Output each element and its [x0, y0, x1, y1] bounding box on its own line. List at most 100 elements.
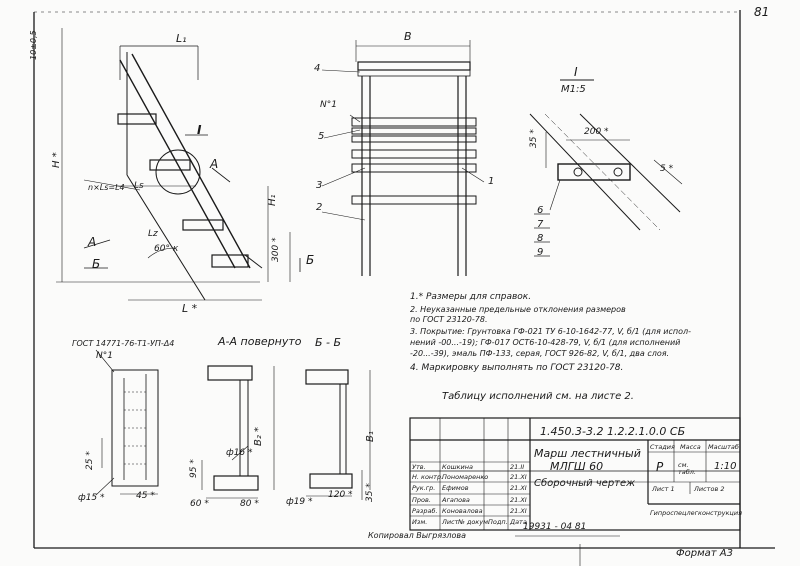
dim-h: H *: [51, 152, 62, 168]
copied-by: Копировал Выгрязлова: [368, 531, 467, 540]
doc-number: 1.450.3-3.2 1.2.2.1.0.0 СБ: [540, 425, 686, 438]
section-marker-b-left: Б: [92, 257, 101, 271]
dim-nls: n×Ls=L4: [88, 183, 125, 192]
dim-d16: ф16 *: [226, 448, 253, 458]
sheet-format: Формат А3: [676, 548, 733, 559]
note-line: по ГОСТ 23120-78.: [410, 315, 488, 324]
note-line: 2. Неуказанные предельные отклонения раз…: [410, 305, 626, 314]
dim-5: 5 *: [660, 164, 674, 174]
role-label: Пров.: [412, 496, 431, 504]
dim-d19: ф19 *: [286, 497, 313, 507]
dim-45: 45 *: [136, 491, 155, 501]
dim-35: 35 *: [529, 129, 539, 148]
stage-value: Р: [656, 460, 664, 474]
stage-header: Стадия: [650, 443, 675, 451]
detail-item-8: 8: [537, 233, 544, 244]
scale-value: 1:10: [714, 461, 737, 472]
role-label: Утв.: [412, 463, 426, 471]
detail-item-6: 6: [537, 205, 544, 216]
table-reference-note: Таблицу исполнений см. на листе 2.: [442, 391, 634, 402]
role-date: 21.XI: [510, 507, 527, 515]
dim-80: 80 *: [240, 499, 259, 509]
dim-d15: ф15 *: [78, 493, 105, 503]
dim-120: 120 *: [328, 490, 353, 500]
label-n1: N°1: [320, 100, 337, 110]
callout-2: 2: [316, 202, 323, 213]
role-date: 21.XI: [510, 473, 527, 481]
role-name: Пономаренко: [442, 473, 489, 481]
detail-scale: М1:5: [561, 84, 586, 95]
doc-name-line2: МЛГШ 60: [550, 460, 604, 473]
callout-1: 1: [488, 176, 495, 187]
dim-b2: B₂ *: [253, 426, 264, 446]
header-cell: Лист: [442, 518, 459, 526]
role-date: 21.II: [510, 463, 525, 471]
dim-angle: 60° к: [154, 244, 179, 254]
role-name: Коновалова: [442, 507, 483, 515]
scale-header: Масштаб: [708, 443, 739, 451]
role-name: Кошкина: [442, 463, 473, 471]
note-line: 1.* Размеры для справок.: [410, 292, 532, 302]
note-line: 4. Маркировку выполнять по ГОСТ 23120-78…: [410, 363, 624, 373]
gost-reference: ГОСТ 14771-76-Т1-УП-Δ4: [72, 339, 175, 348]
callout-4: 4: [314, 63, 321, 74]
section-marker-a-right: A: [210, 157, 219, 171]
header-cell: № докум.: [458, 518, 491, 526]
note-line: -20...-39), эмаль ПФ-133, серая, ГОСТ 92…: [410, 349, 670, 358]
header-cell: Дата: [510, 518, 527, 526]
note-line: нений -00...-19); ГФ-017 ОСТ6-10-428-79,…: [410, 338, 681, 347]
dim-300: 300 *: [271, 237, 281, 262]
side-view: [56, 28, 301, 301]
date-line: 19931 - 04 81: [523, 522, 587, 532]
corner-sheet-number: 81: [754, 5, 770, 19]
role-label: Рук.гр.: [412, 484, 436, 492]
detail-title: I: [574, 65, 578, 79]
dim-ls: Ls: [134, 181, 144, 191]
mass-value: см. табл.: [678, 461, 696, 476]
role-name: Ефимов: [442, 484, 469, 492]
dim-top-tolerance: 10±0,5: [29, 30, 38, 60]
title-block-lines: [409, 417, 741, 531]
front-view: [321, 40, 485, 276]
detail-item-9: 9: [537, 247, 544, 258]
role-date: 21.XI: [510, 496, 527, 504]
section-marker-a-left: A: [88, 235, 97, 249]
dim-b: B: [404, 30, 412, 43]
dim-200: 200 *: [584, 127, 609, 137]
note-line: 3. Покрытие: Грунтовка ГФ-021 ТУ 6-10-16…: [410, 327, 692, 336]
role-label: Н. контр.: [412, 473, 444, 481]
dim-25: 25 *: [85, 451, 95, 470]
doc-type: Сборочный чертеж: [534, 478, 636, 489]
detail-marker-i: I: [197, 123, 202, 137]
role-label: Разраб.: [412, 507, 438, 515]
detail-one: [529, 79, 683, 257]
section-aa: [201, 365, 275, 499]
view-aa-title: А-А повернуто: [218, 335, 302, 348]
view-bb-title: Б - Б: [315, 336, 342, 349]
role-name: Агапова: [442, 496, 470, 504]
doc-name-line1: Марш лестничный: [534, 447, 641, 460]
dim-lz: Lz: [148, 229, 158, 239]
organization: Гипроспецлегконструкция: [650, 509, 742, 517]
section-marker-b-right: Б: [306, 253, 315, 267]
role-date: 21.XI: [510, 484, 527, 492]
sheet-number: Лист 1: [652, 485, 675, 493]
dim-60: 60 *: [190, 499, 209, 509]
dim-l1: L₁: [176, 32, 187, 45]
detail-item-7: 7: [537, 219, 544, 230]
dim-35-bb: 35 *: [365, 483, 375, 502]
sheets-count: Листов 2: [694, 485, 725, 493]
callout-3: 3: [316, 180, 323, 191]
dim-b1: B₁: [365, 431, 376, 442]
dim-95: 95 *: [189, 459, 199, 478]
callout-5: 5: [318, 131, 325, 142]
mass-header: Масса: [680, 443, 701, 451]
label-n1-bottom: N°1: [96, 351, 113, 361]
section-bb: [305, 369, 371, 500]
header-cell: Изм.: [412, 518, 428, 526]
stringer-detail: [95, 349, 159, 496]
dim-h1: H₁: [267, 194, 278, 206]
dim-l: L *: [182, 302, 198, 315]
